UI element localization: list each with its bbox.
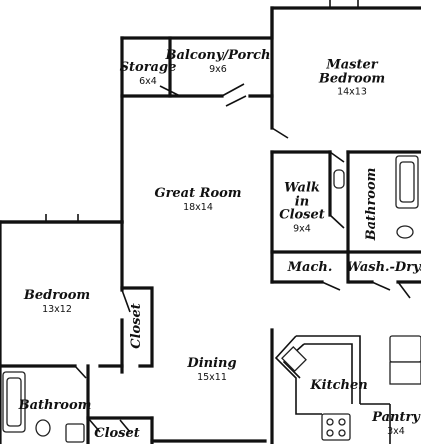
bottom-closet-name: Closet [94, 426, 140, 442]
side-closet-label: Closet [129, 303, 145, 349]
bedroom-size: 13x12 [42, 303, 72, 315]
great-room-label: Great Room 18x14 [154, 187, 241, 213]
bathroom-label: Bathroom [19, 399, 92, 413]
balcony-label: Balcony/Porch 9x6 [165, 49, 270, 75]
pantry-label: Pantry 3x4 [372, 411, 420, 437]
master-size: 14x13 [337, 86, 367, 98]
dining-label: Dining 15x11 [187, 357, 236, 383]
storage-size: 6x4 [139, 75, 157, 87]
master-bedroom-label: Master Bedroom 14x13 [319, 58, 385, 97]
dining-size: 15x11 [197, 371, 227, 383]
master-name-line2: Bedroom [318, 71, 386, 87]
balcony-name: Balcony/Porch [165, 48, 271, 64]
pantry-name: Pantry [372, 410, 420, 426]
kitchen-counters [274, 335, 391, 444]
door-swings [45, 0, 411, 433]
mach-name: Mach. [287, 260, 333, 276]
mach-label: Mach. [288, 261, 333, 275]
dining-name: Dining [187, 356, 237, 372]
washdry-label: Wash.-Dry. [346, 261, 421, 275]
walkin-name-line2: in [294, 194, 310, 210]
walkin-size: 9x4 [293, 223, 311, 235]
great-room-name: Great Room [154, 186, 242, 202]
fixtures [2, 155, 421, 443]
side-closet-name: Closet [129, 303, 145, 349]
master-bathroom-label: Bathroom [364, 167, 380, 241]
bedroom-name: Bedroom [23, 288, 91, 304]
pantry-size: 3x4 [387, 425, 405, 437]
master-name-line1: Master [326, 57, 378, 73]
kitchen-label: Kitchen [310, 379, 367, 393]
kitchen-name: Kitchen [310, 378, 368, 394]
interior-walls [0, 6, 421, 444]
washdry-name: Wash.-Dry. [346, 260, 421, 276]
storage-label: Storage 6x4 [120, 61, 177, 87]
bottom-closet-label: Closet [94, 427, 140, 441]
balcony-size: 9x6 [209, 63, 227, 75]
storage-name: Storage [119, 60, 177, 76]
walkin-name-line1: Walk [284, 180, 320, 196]
master-bathroom-name: Bathroom [364, 167, 380, 241]
great-room-size: 18x14 [183, 201, 213, 213]
walkin-closet-label: Walk in Closet 9x4 [279, 180, 325, 235]
bedroom-label: Bedroom 13x12 [24, 289, 90, 315]
walkin-name-line3: Closet [279, 207, 325, 223]
bathroom-name: Bathroom [18, 398, 92, 414]
